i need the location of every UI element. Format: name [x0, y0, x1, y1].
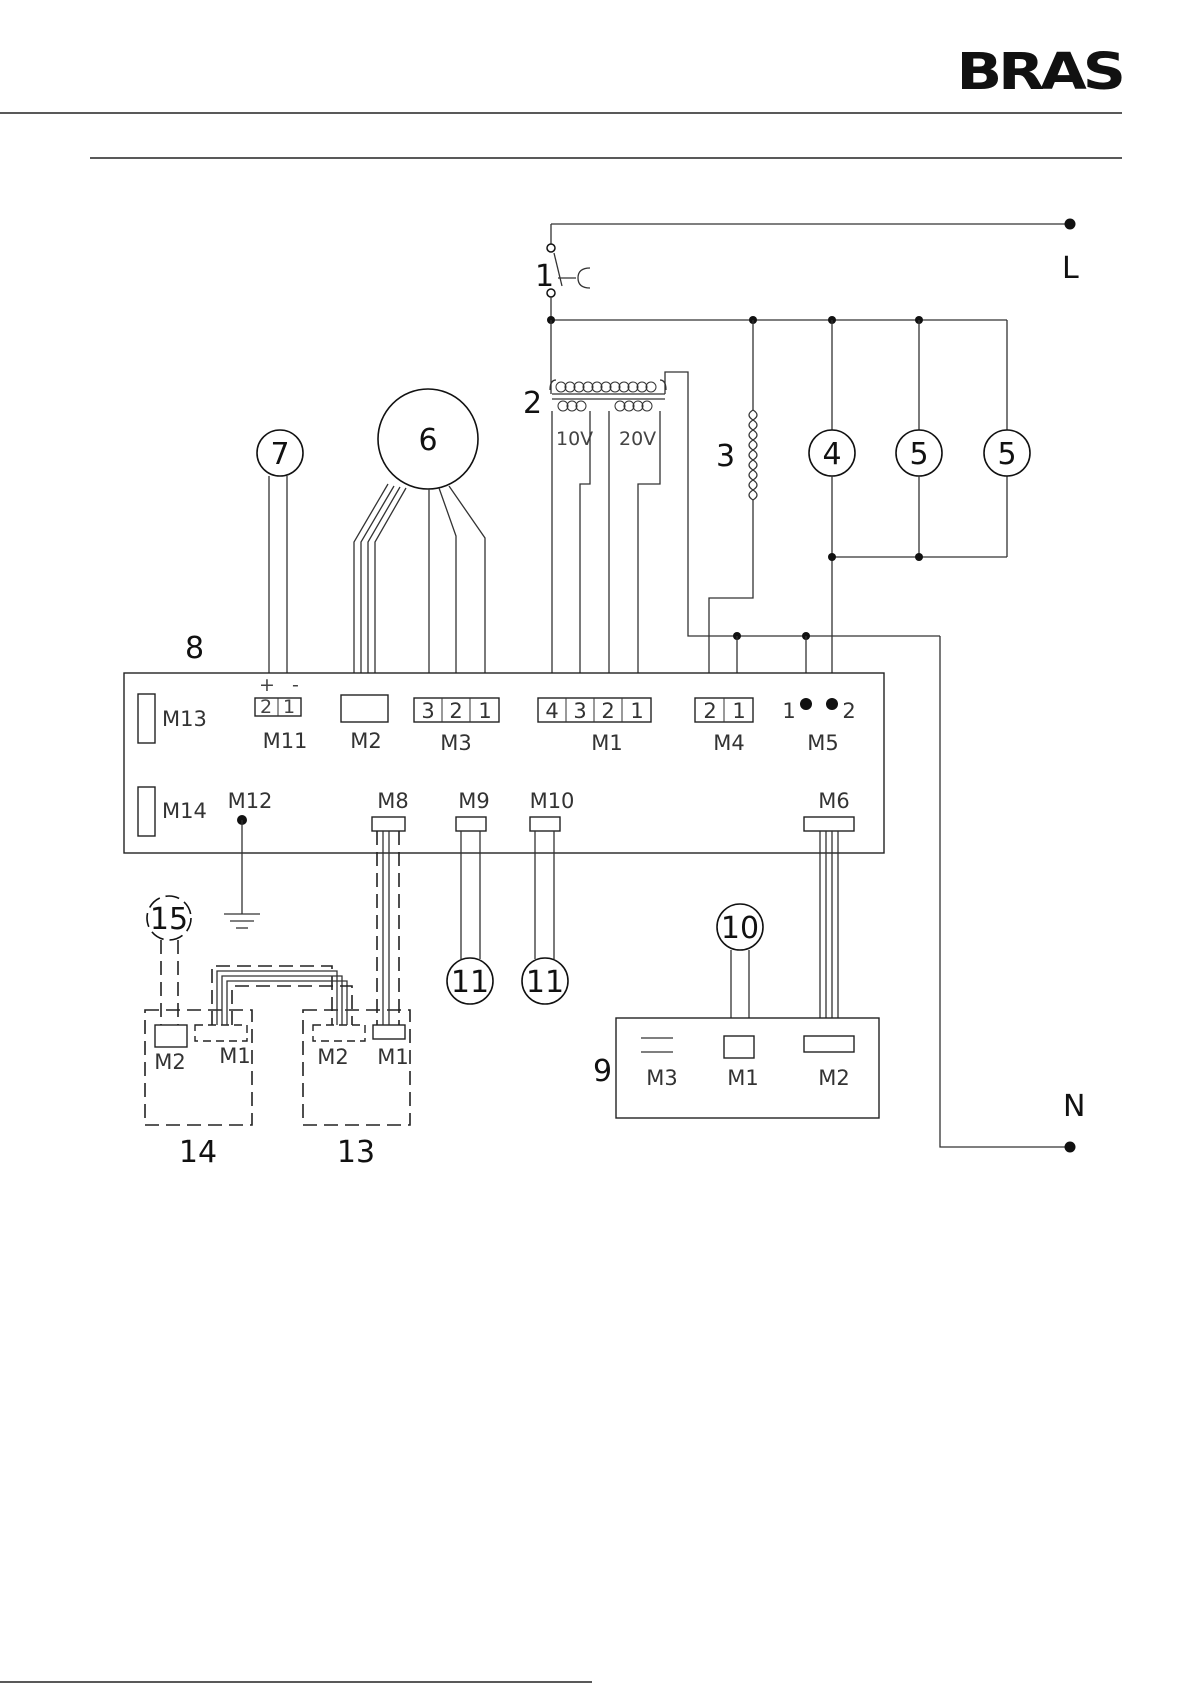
- m4-pin-1: 1: [732, 699, 745, 723]
- m11-pin-2: 2: [260, 696, 272, 718]
- m1-pin-2: 2: [601, 699, 614, 723]
- module-13-label: 13: [337, 1135, 375, 1170]
- module-13-connector-m2-label: M2: [317, 1045, 348, 1069]
- module-14: M2 M1 14: [145, 1010, 252, 1170]
- transformer-secondary-coil: [558, 401, 652, 411]
- switch-1: 1: [535, 224, 590, 320]
- m5-pin-2: 2: [842, 699, 855, 723]
- connector-m13-label: M13: [162, 707, 207, 731]
- connector-m12-label: M12: [228, 789, 273, 813]
- component-10: 10: [717, 904, 763, 1036]
- transformer-tap-10v: 10V: [556, 428, 593, 450]
- dashed-harness-13-14: [212, 966, 352, 1025]
- component-5b: 5: [984, 430, 1030, 476]
- switch-1-label: 1: [535, 259, 554, 294]
- board9-connector-m2-label: M2: [818, 1066, 849, 1090]
- m5-pin-1: 1: [782, 699, 795, 723]
- wires-transformer-to-m1: [552, 411, 660, 698]
- component-11a: 11: [447, 831, 493, 1004]
- component-7-label: 7: [270, 437, 289, 472]
- component-15-label: 15: [150, 902, 188, 937]
- brand-logo-text: BRAS: [956, 43, 1122, 103]
- module-13: M2 M1 13: [303, 1010, 410, 1170]
- connector-m9: M9: [456, 789, 490, 831]
- wires-m6-to-board9: [820, 831, 838, 1036]
- component-5a-label: 5: [909, 437, 928, 472]
- component-5a: 5: [896, 320, 942, 557]
- transformer-2-label: 2: [523, 386, 542, 421]
- connector-m14-label: M14: [162, 799, 207, 823]
- coil-3-label: 3: [716, 439, 735, 474]
- connector-m8: M8: [372, 789, 409, 831]
- component-4-label: 4: [822, 437, 841, 472]
- component-11a-label: 11: [451, 965, 489, 1000]
- module-13-connector-m1-label: M1: [377, 1045, 408, 1069]
- display-board-9: 9 M3 M1 M2: [593, 1018, 879, 1118]
- connector-m4-label: M4: [713, 731, 744, 755]
- display-board-9-label: 9: [593, 1054, 612, 1089]
- component-15: 15: [147, 896, 191, 1025]
- component-10-label: 10: [721, 911, 759, 946]
- line-terminal-label: L: [1062, 251, 1079, 286]
- line-terminal: L: [551, 219, 1079, 287]
- coil-3: 3: [709, 320, 757, 698]
- neutral-terminal-label: N: [1063, 1089, 1085, 1124]
- neutral-terminal-dot: [1065, 1142, 1076, 1153]
- connector-m8-label: M8: [377, 789, 408, 813]
- m1-pin-3: 3: [573, 699, 586, 723]
- component-11b-label: 11: [526, 965, 564, 1000]
- connector-m1-label: M1: [591, 731, 622, 755]
- connector-m2-label: M2: [350, 729, 381, 753]
- dashed-harness-m8: [377, 831, 399, 1025]
- m3-pin-2: 2: [449, 699, 462, 723]
- m3-pin-1: 1: [478, 699, 491, 723]
- module-14-connector-m1-label: M1: [219, 1044, 250, 1068]
- component-5b-label: 5: [997, 437, 1016, 472]
- control-board-8-label: 8: [185, 631, 204, 666]
- board9-connector-m3-label: M3: [646, 1066, 677, 1090]
- transformer-2: 2 10V 20V: [523, 320, 940, 636]
- component-11b: 11: [522, 831, 568, 1004]
- module-14-label: 14: [179, 1135, 217, 1170]
- control-board-8-outline: [124, 673, 884, 853]
- transformer-primary-coil: [556, 382, 656, 392]
- motor-6: 6: [354, 389, 485, 698]
- component-4: 4: [809, 320, 855, 706]
- connector-m10-label: M10: [530, 789, 575, 813]
- connector-m5-label: M5: [807, 731, 838, 755]
- control-board-8: 8 M13 M14 + - 2 1 M11 M2 3 2: [124, 631, 884, 853]
- connector-m11-label: M11: [263, 729, 308, 753]
- connector-m9-label: M9: [458, 789, 489, 813]
- connector-m6-label: M6: [818, 789, 849, 813]
- module-14-connector-m2-label: M2: [154, 1050, 185, 1074]
- m1-pin-1: 1: [630, 699, 643, 723]
- board9-connector-m1-label: M1: [727, 1066, 758, 1090]
- transformer-tap-20v: 20V: [619, 428, 656, 450]
- m3-pin-3: 3: [421, 699, 434, 723]
- connector-m3-label: M3: [440, 731, 471, 755]
- line-terminal-dot: [1065, 219, 1076, 230]
- component-7: 7: [257, 430, 303, 698]
- motor-6-label: 6: [418, 423, 437, 458]
- m11-polarity-minus: -: [292, 674, 299, 696]
- m4-pin-2: 2: [703, 699, 716, 723]
- line-bus: [547, 316, 1007, 557]
- m1-pin-4: 4: [545, 699, 558, 723]
- m11-pin-1: 1: [283, 696, 295, 718]
- m11-polarity-plus: +: [259, 674, 275, 696]
- brand-logo: BRAS: [956, 43, 1122, 103]
- return-bus: [828, 553, 1007, 561]
